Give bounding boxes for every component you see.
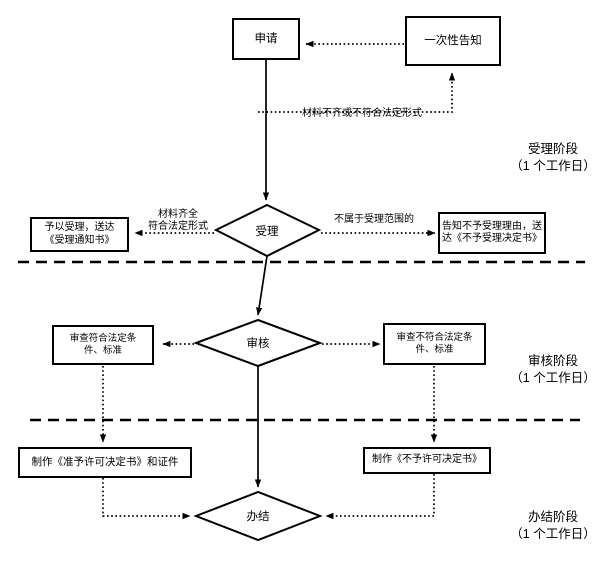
edge-label-materials-complete-text: 材料齐全 符合法定形式 <box>148 208 208 233</box>
node-accept-no-label: 告知不予受理理由，送达《不予受理决定书》 <box>442 220 542 244</box>
node-deny[interactable]: 制作《不予许可决定书》 <box>363 447 491 474</box>
node-one-time-notice-label: 一次性告知 <box>424 34 482 47</box>
node-review-fail[interactable]: 审查不符合法定条 件、标准 <box>383 323 486 365</box>
node-accept-decision[interactable]: 受理 <box>227 220 307 242</box>
node-finish-decision[interactable]: 办结 <box>218 505 298 527</box>
edge-label-out-of-scope-text: 不属于受理范围的 <box>334 213 414 225</box>
stage-label-accept: 受理阶段 （1 个工作日） <box>505 124 601 175</box>
edge-deny-to-finish <box>325 474 435 520</box>
node-accept-decision-label: 受理 <box>255 226 279 238</box>
stage-label-review: 审核阶段 （1 个工作日） <box>505 336 601 387</box>
node-review-decision[interactable]: 审核 <box>218 332 298 354</box>
edge-accept-to-review <box>255 255 268 316</box>
node-accept-yes[interactable]: 予以受理，送达 《受理通知书》 <box>30 217 129 252</box>
node-review-pass-label: 审查符合法定条 件、标准 <box>69 333 137 356</box>
node-review-pass[interactable]: 审查符合法定条 件、标准 <box>52 325 154 365</box>
node-grant[interactable]: 制作《准予许可决定书》和证件 <box>18 447 192 478</box>
stage-label-finish-text: 办结阶段 （1 个工作日） <box>510 509 596 541</box>
node-review-decision-label: 审核 <box>246 338 270 350</box>
node-finish-decision-label: 办结 <box>246 511 270 523</box>
node-one-time-notice[interactable]: 一次性告知 <box>405 16 501 66</box>
edge-label-out-of-scope: 不属于受理范围的 <box>318 201 430 226</box>
node-review-fail-label: 审查不符合法定条 件、标准 <box>396 332 473 355</box>
node-grant-label: 制作《准予许可决定书》和证件 <box>31 456 179 469</box>
node-apply-label: 申请 <box>254 32 278 45</box>
edge-grant-to-finish <box>102 478 191 520</box>
node-accept-no[interactable]: 告知不予受理理由，送达《不予受理决定书》 <box>438 212 546 254</box>
node-accept-yes-label: 予以受理，送达 《受理通知书》 <box>44 222 115 246</box>
stage-label-review-text: 审核阶段 （1 个工作日） <box>510 353 596 385</box>
edge-label-incomplete-materials: 材料不齐或不符合法定形式 <box>282 95 442 120</box>
stage-label-accept-text: 受理阶段 （1 个工作日） <box>510 141 596 173</box>
node-apply[interactable]: 申请 <box>232 18 300 60</box>
stage-label-finish: 办结阶段 （1 个工作日） <box>505 492 601 543</box>
edge-label-materials-complete: 材料齐全 符合法定形式 <box>130 196 226 234</box>
edge-label-incomplete-materials-text: 材料不齐或不符合法定形式 <box>302 107 422 119</box>
node-deny-label: 制作《不予许可决定书》 <box>372 454 482 466</box>
